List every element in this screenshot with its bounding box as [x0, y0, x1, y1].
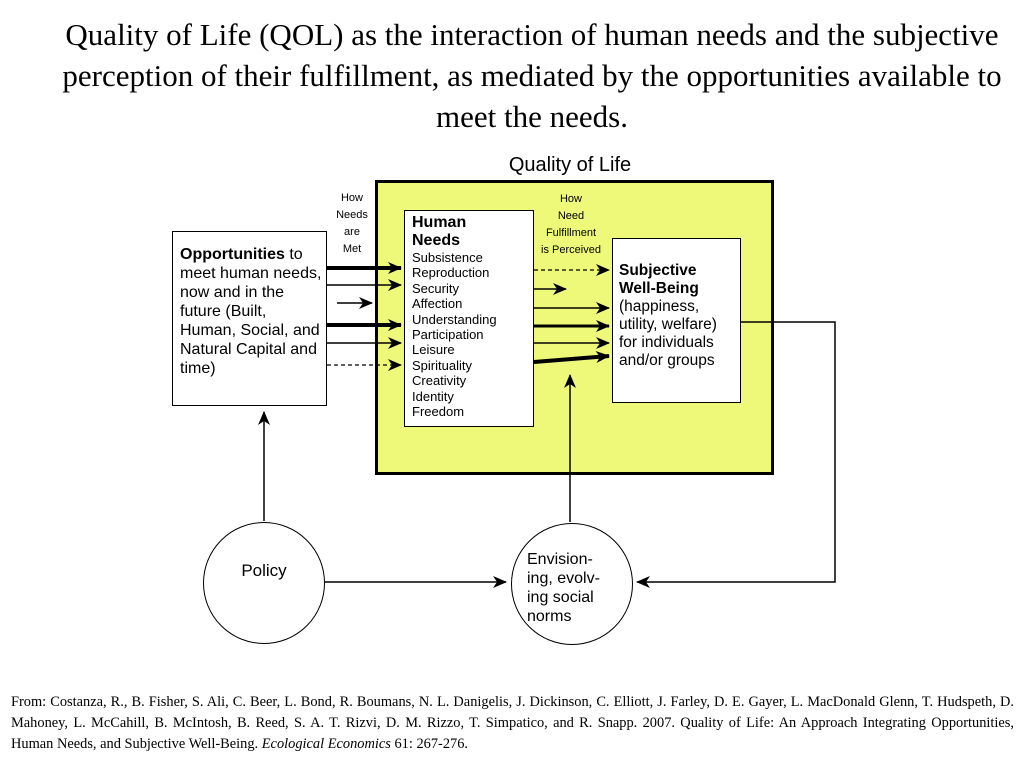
wellbeing-body: (happiness, utility, welfare) for indivi… [619, 298, 717, 369]
human-needs-box: Human Needs Subsistence Reproduction Sec… [404, 210, 534, 427]
qol-label: Quality of Life [508, 154, 632, 176]
need-item: Reproduction [412, 265, 490, 281]
wellbeing-heading: Subjective Well-Being [619, 262, 699, 297]
subjective-wellbeing-box: Subjective Well-Being (happiness, utilit… [612, 238, 741, 403]
need-item: Affection [412, 296, 463, 312]
citation: From: Costanza, R., B. Fisher, S. Ali, C… [11, 694, 1014, 752]
need-item: Identity [412, 388, 454, 404]
how-fulfillment-perceived-label: How Need Fulfillment is Perceived [541, 193, 601, 256]
envisioning-norms-circle: Envision- ing, evolv- ing social norms [511, 523, 633, 645]
need-item: Leisure [412, 342, 455, 358]
page-title: Quality of Life (QOL) as the interaction… [62, 17, 1002, 134]
how-needs-met-label: How Needs are Met [336, 192, 368, 255]
need-item: Subsistence [412, 250, 483, 265]
opportunities-heading: Opportunities [180, 246, 285, 263]
need-item: Participation [412, 327, 484, 343]
need-item: Spirituality [412, 357, 472, 373]
opportunities-body: to meet human needs, now and in the futu… [180, 246, 322, 377]
human-needs-heading: Human Needs [412, 214, 467, 249]
envisioning-label: Envision- ing, evolv- ing social norms [527, 551, 600, 625]
need-item: Understanding [412, 311, 497, 327]
opportunities-box: Opportunities to meet human needs, now a… [172, 231, 327, 406]
journal-name: Ecological Economics [261, 736, 391, 752]
need-item: Creativity [412, 373, 467, 389]
policy-circle: Policy [203, 522, 325, 644]
opportunities-to-needs-arrows [327, 262, 402, 371]
wellbeing-feedback-arrow [636, 321, 836, 588]
needs-to-wellbeing-arrows [533, 264, 610, 364]
need-item: Freedom [412, 404, 465, 420]
need-item: Security [412, 280, 459, 296]
policy-label: Policy [241, 561, 287, 580]
